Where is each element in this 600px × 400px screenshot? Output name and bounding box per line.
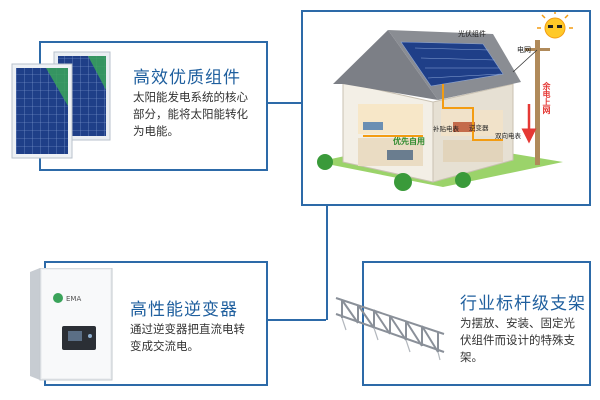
label-grid: 电网 bbox=[517, 46, 531, 54]
house-diagram-panel: 光伏组件 电网 余电上网 补贴电表 逆变器 双向电表 优先自用 bbox=[301, 10, 591, 206]
label-bidirectional-meter: 双向电表 bbox=[495, 132, 521, 140]
desc-line: 为电能。 bbox=[133, 124, 179, 138]
desc-line: 部分，能将太阳能转化 bbox=[133, 107, 248, 121]
label-inverter: 逆变器 bbox=[469, 124, 489, 132]
connector-inverter-bracket bbox=[266, 319, 326, 321]
desc-line: 为摆放、安装、固定光 bbox=[460, 316, 575, 330]
desc-line: 通过逆变器把直流电转 bbox=[130, 322, 245, 336]
modules-description: 太阳能发电系统的核心 部分，能将太阳能转化 为电能。 bbox=[133, 89, 248, 140]
house-illustration bbox=[317, 12, 573, 191]
desc-line: 变成交流电。 bbox=[130, 339, 199, 353]
solar-panels-image bbox=[11, 51, 111, 159]
label-pv-module: 光伏组件 bbox=[458, 30, 486, 38]
bracket-title: 行业标杆级支架 bbox=[460, 294, 586, 314]
inverter-brand-text: EMA bbox=[66, 295, 81, 303]
label-surplus-to-grid: 余电上网 bbox=[542, 82, 551, 114]
label-priority-use: 优先自用 bbox=[393, 137, 425, 146]
label-subsidy-meter: 补贴电表 bbox=[433, 125, 459, 133]
connector-house-vertical bbox=[326, 205, 328, 320]
bracket-description: 为摆放、安装、固定光 伏组件而设计的特殊支 架。 bbox=[460, 315, 575, 366]
mounting-bracket-image bbox=[335, 297, 445, 361]
desc-line: 架。 bbox=[460, 350, 483, 364]
inverter-title: 高性能逆变器 bbox=[130, 300, 238, 320]
inverter-description: 通过逆变器把直流电转 变成交流电。 bbox=[130, 321, 245, 355]
modules-title: 高效优质组件 bbox=[133, 68, 241, 88]
desc-line: 太阳能发电系统的核心 bbox=[133, 90, 248, 104]
desc-line: 伏组件而设计的特殊支 bbox=[460, 333, 575, 347]
inverter-image: EMA bbox=[30, 268, 113, 381]
connector-modules-house bbox=[266, 102, 302, 104]
